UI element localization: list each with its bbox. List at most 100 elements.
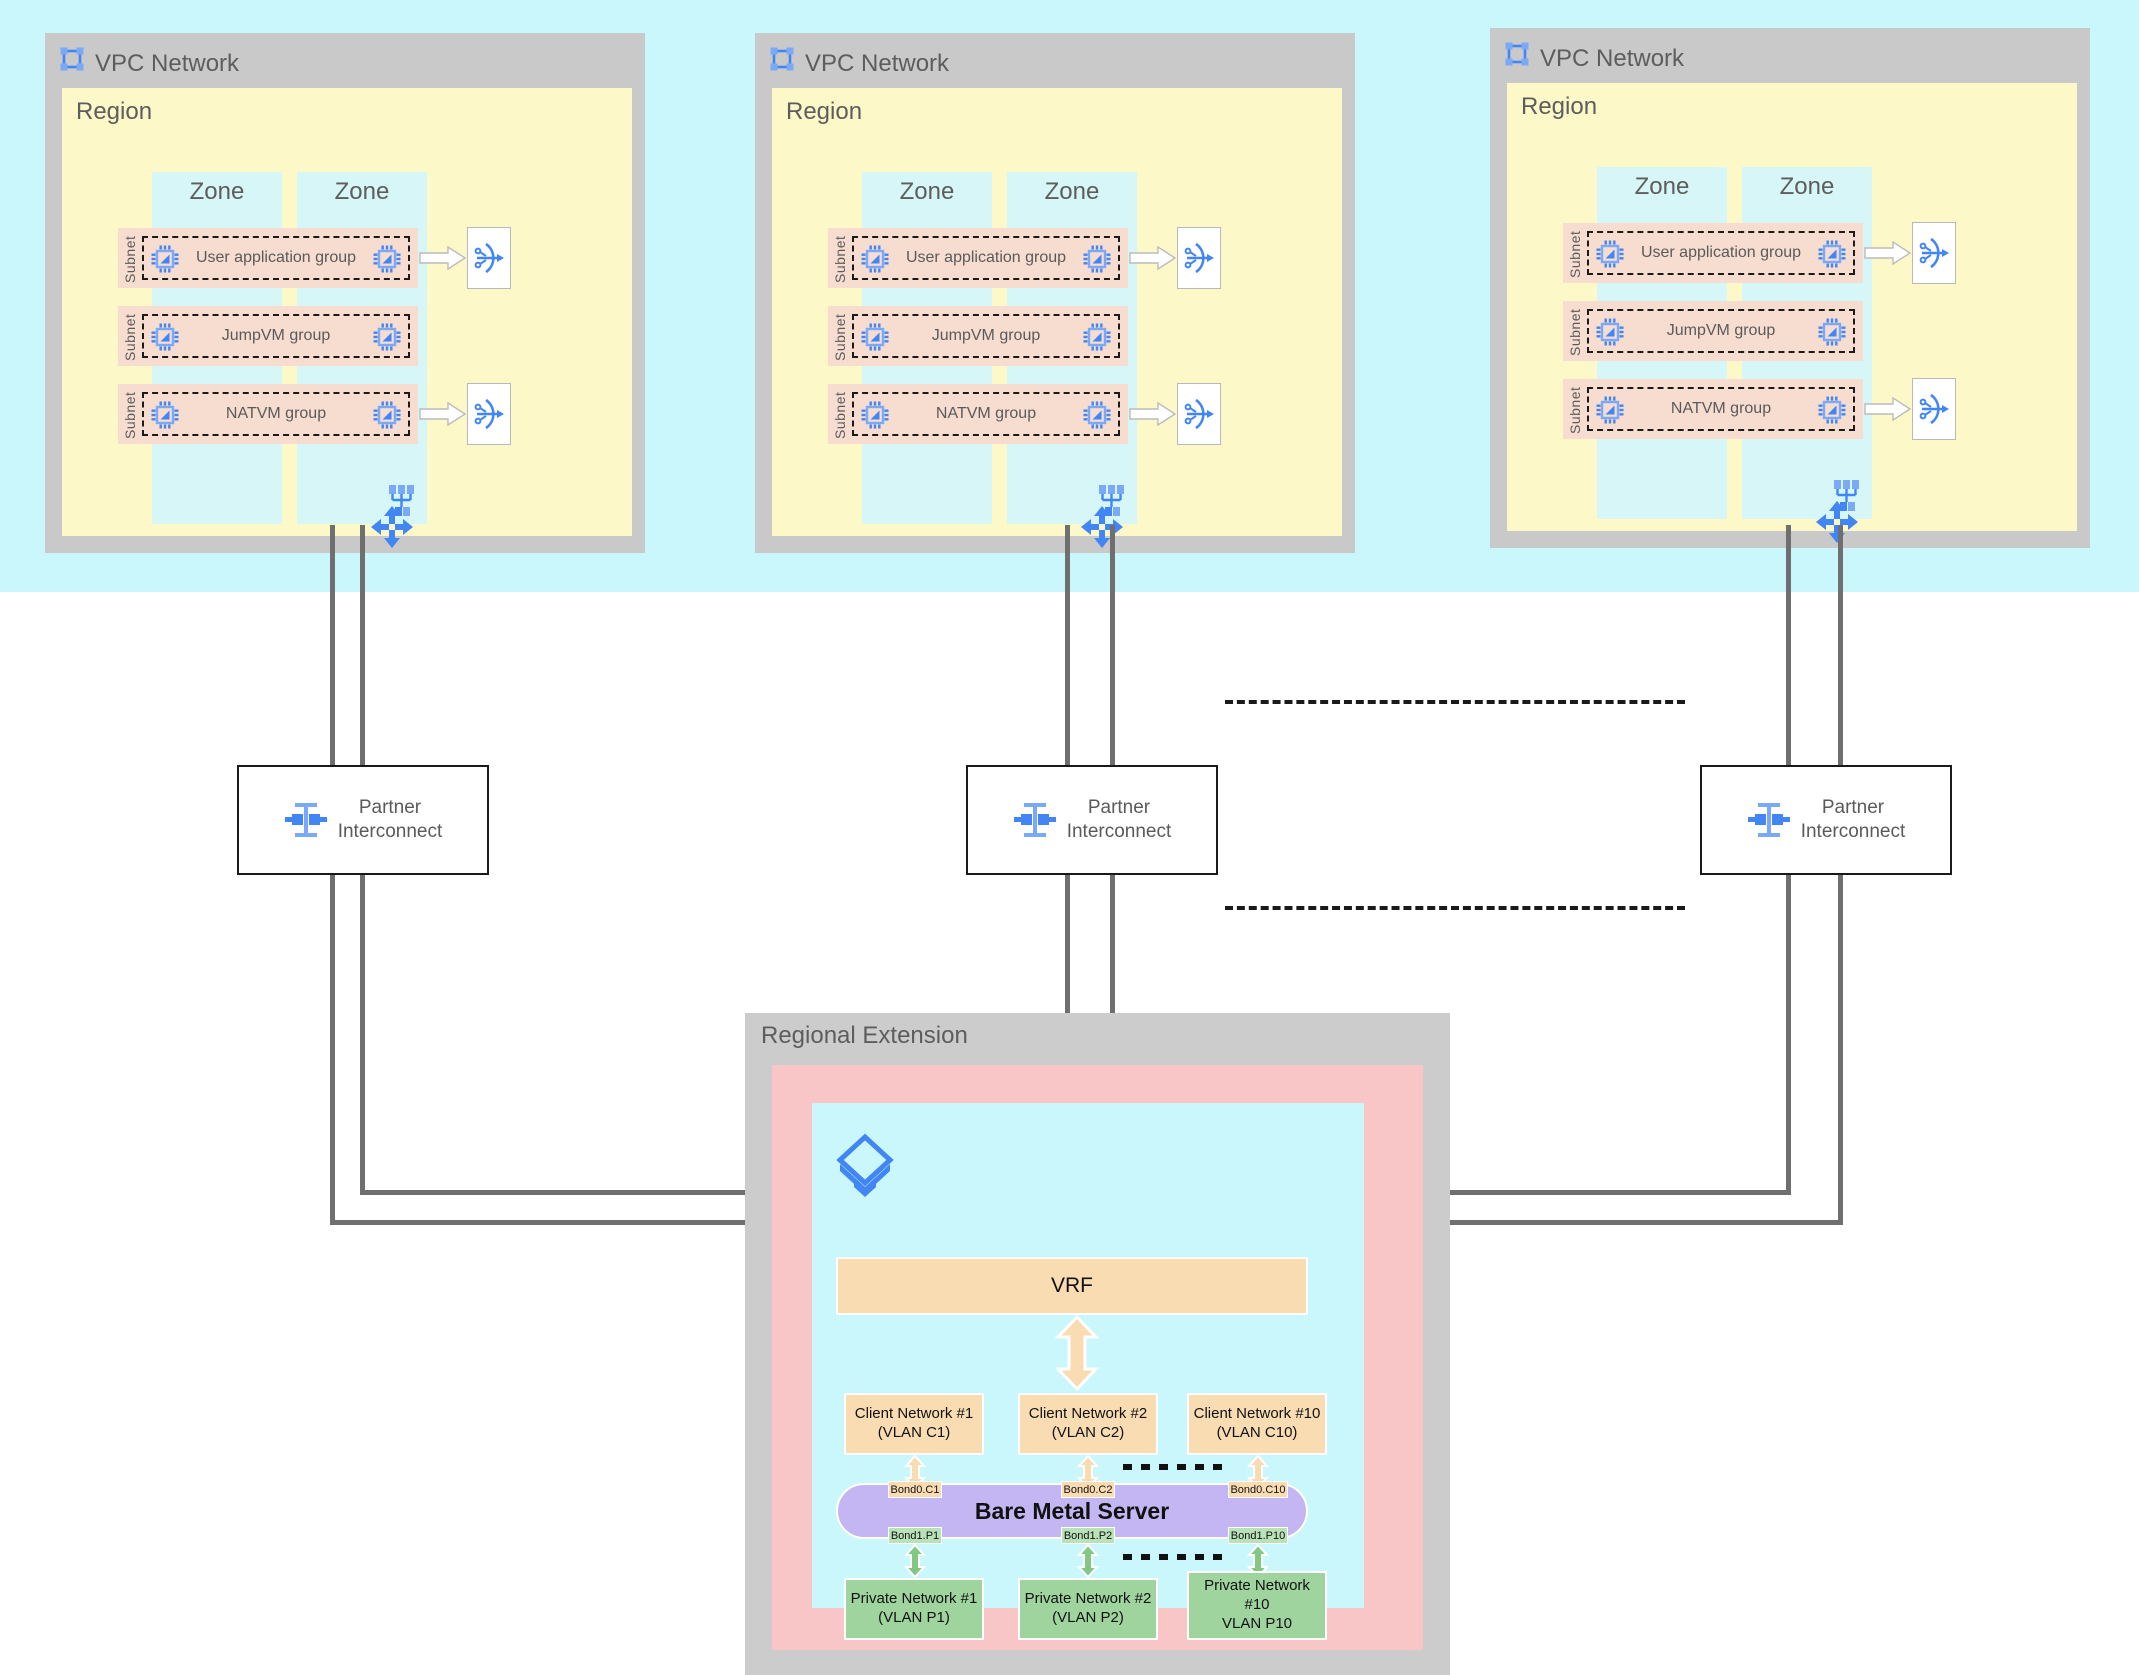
subnet-icon	[1097, 484, 1133, 518]
client-network-1[interactable]: Client Network #1 (VLAN C1)	[844, 1393, 984, 1455]
bond1-p1-label: Bond1.P1	[888, 1527, 942, 1544]
partner-interconnect-3[interactable]: Partner Interconnect	[1700, 765, 1952, 875]
zone-2a-label: Zone	[899, 178, 955, 205]
vm-instance-icon	[1817, 239, 1847, 269]
subnet-2-label: Subnet	[832, 235, 848, 283]
cloud-router-icon[interactable]	[370, 505, 414, 549]
vm-instance-icon	[150, 244, 180, 274]
cloud-nat-1b[interactable]	[467, 383, 511, 445]
instance-group-natvm-2[interactable]: NATVM group	[852, 392, 1120, 436]
subnet-icon	[387, 484, 423, 518]
private-network-10[interactable]: Private Network #10 VLAN P10	[1187, 1571, 1327, 1640]
cloud-nat-3[interactable]	[1912, 222, 1956, 284]
bare-metal-server-label: Bare Metal Server	[974, 1497, 1170, 1524]
vpc-network-icon	[1504, 41, 1530, 67]
partner-interconnect-2-label: Partner Interconnect	[1067, 796, 1172, 844]
instance-group-natvm-1[interactable]: NATVM group	[142, 392, 410, 436]
regional-extension-inner-cyan: VRF Client Network #1 (VLAN C1) Client N…	[812, 1103, 1364, 1640]
private-network-2-line1: Private Network #2	[1024, 1590, 1152, 1608]
connection-vpc3-to-vrf-outer-horiz	[1320, 1220, 1843, 1225]
vm-instance-icon	[150, 400, 180, 430]
vm-instance-icon	[1082, 244, 1112, 274]
vpc-network-2-title: VPC Network	[805, 50, 950, 77]
private-network-2-arrow	[1076, 1543, 1100, 1579]
vm-instance-icon	[372, 244, 402, 274]
partner-interconnect-2[interactable]: Partner Interconnect	[966, 765, 1218, 875]
subnet-2-jumpvm: Subnet JumpVM group	[828, 306, 1128, 366]
regional-extension-title: Regional Extension	[761, 1022, 968, 1049]
partner-interconnect-1[interactable]: Partner Interconnect	[237, 765, 489, 875]
instance-group-user-application-1[interactable]: User application group	[142, 236, 410, 280]
subnet-1-label: Subnet	[122, 235, 138, 283]
private-network-10-line3: VLAN P10	[1221, 1614, 1293, 1632]
instance-group-natvm-3[interactable]: NATVM group	[1587, 387, 1855, 431]
vm-instance-icon	[150, 322, 180, 352]
connection-vpc3-to-vrf-inner-horiz	[1320, 1190, 1791, 1195]
group-label: NATVM group	[935, 405, 1037, 422]
client-network-1-line2: (VLAN C1)	[877, 1424, 951, 1441]
subnet-3-label: Subnet	[1567, 230, 1583, 278]
instance-group-jumpvm-3[interactable]: JumpVM group	[1587, 309, 1855, 353]
subnet-3-label: Subnet	[1567, 386, 1583, 434]
instance-group-jumpvm-2[interactable]: JumpVM group	[852, 314, 1120, 358]
vm-instance-icon	[1817, 317, 1847, 347]
zone-3a-label: Zone	[1634, 173, 1690, 200]
connection-vpc1-to-vrf-outer	[330, 525, 335, 1225]
subnet-2-user-app: Subnet User application group	[828, 228, 1128, 288]
bond1-p2-label: Bond1.P2	[1061, 1527, 1115, 1544]
client-network-2[interactable]: Client Network #2 (VLAN C2)	[1018, 1393, 1158, 1455]
cloud-nat-icon	[473, 241, 507, 275]
cloud-nat-2b[interactable]	[1177, 383, 1221, 445]
group-label: User application group	[905, 249, 1067, 266]
zone-3b-label: Zone	[1779, 173, 1835, 200]
cloud-nat-icon	[1918, 236, 1952, 270]
bond0-c1-label: Bond0.C1	[888, 1481, 942, 1498]
partner-interconnect-icon	[284, 800, 328, 840]
vpc-network-3-region: Region Zone Zone Subnet User application…	[1507, 83, 2077, 531]
private-network-2[interactable]: Private Network #2 (VLAN P2)	[1018, 1578, 1158, 1640]
cloud-nat-icon	[1918, 392, 1952, 426]
pi-line-1: Partner	[1821, 797, 1885, 819]
vm-instance-icon	[860, 244, 890, 274]
vm-instance-icon	[860, 400, 890, 430]
client-network-10-line2: (VLAN C10)	[1216, 1424, 1298, 1441]
flow-arrow-to-nat-1	[419, 245, 467, 271]
client-network-10[interactable]: Client Network #10 (VLAN C10)	[1187, 1393, 1327, 1455]
cloud-nat-2[interactable]	[1177, 227, 1221, 289]
zone-1b-label: Zone	[334, 178, 390, 205]
flow-arrow-to-nat-3	[1864, 240, 1912, 266]
client-network-ellipsis	[1123, 1464, 1222, 1470]
cloud-router-icon[interactable]	[1080, 505, 1124, 549]
subnet-3-label: Subnet	[1567, 308, 1583, 356]
cloud-router-icon[interactable]	[1815, 500, 1859, 544]
subnet-3-natvm: Subnet NATVM group	[1563, 379, 1863, 439]
vrf-box[interactable]: VRF	[836, 1257, 1308, 1315]
subnet-1-natvm: Subnet NATVM group	[118, 384, 418, 444]
private-network-1-line1: Private Network #1	[850, 1590, 978, 1608]
connection-vpc1-to-vrf-inner-horiz	[360, 1190, 850, 1195]
instance-group-user-application-2[interactable]: User application group	[852, 236, 1120, 280]
instance-group-user-application-3[interactable]: User application group	[1587, 231, 1855, 275]
pi-line-2: Interconnect	[337, 821, 443, 842]
group-label: User application group	[195, 249, 357, 266]
private-network-1[interactable]: Private Network #1 (VLAN P1)	[844, 1578, 984, 1640]
vm-instance-icon	[1595, 395, 1625, 425]
cloud-nat-1[interactable]	[467, 227, 511, 289]
vm-instance-icon	[1082, 322, 1112, 352]
instance-group-jumpvm-1[interactable]: JumpVM group	[142, 314, 410, 358]
ellipsis-separator-bottom	[1225, 906, 1685, 910]
vpc-network-icon	[769, 46, 795, 72]
subnet-icon	[1832, 479, 1868, 513]
ellipsis-separator-top	[1225, 700, 1685, 704]
partner-interconnect-3-label: Partner Interconnect	[1801, 796, 1906, 844]
cloud-nat-3b[interactable]	[1912, 378, 1956, 440]
cloud-nat-icon	[1183, 397, 1217, 431]
pi-line-2: Interconnect	[1800, 821, 1906, 842]
connection-vpc1-to-vrf-outer-horiz	[330, 1220, 850, 1225]
vpc-network-3: VPC Network Region Zone Zone Subnet User…	[1490, 28, 2090, 548]
client-network-10-line1: Client Network #10	[1193, 1405, 1321, 1423]
group-label: NATVM group	[1670, 400, 1772, 417]
vrf-to-client-network-arrow	[1054, 1314, 1100, 1392]
private-network-10-line1: Private Network	[1204, 1577, 1310, 1595]
private-network-10-line2: #10	[1244, 1596, 1270, 1614]
